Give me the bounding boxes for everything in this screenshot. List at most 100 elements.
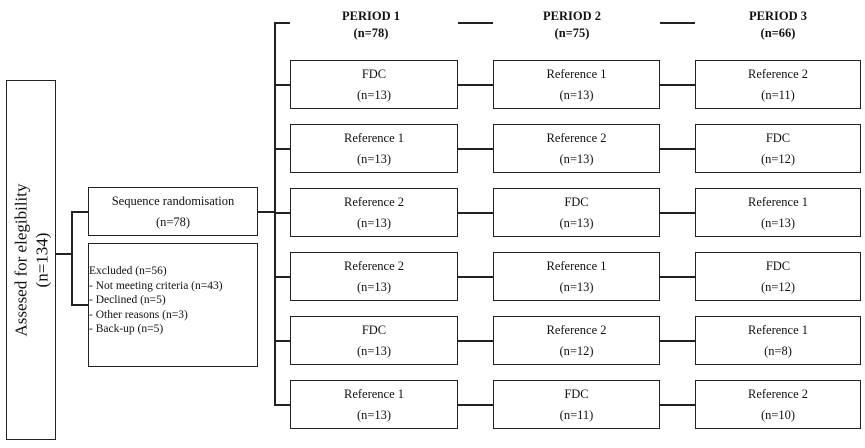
treatment-label: Reference 1	[546, 258, 607, 273]
sequence-4-period-3: FDC (n=12)	[695, 252, 861, 301]
sequence-6-period-3: Reference 2 (n=10)	[695, 380, 861, 429]
treatment-label: Reference 1	[747, 322, 809, 337]
sequence-5-period-2: Reference 2 (n=12)	[493, 316, 660, 365]
connector-row-4-b	[660, 276, 695, 278]
treatment-label: FDC	[564, 386, 589, 401]
excluded-item: - Not meeting criteria (n=43)	[89, 279, 223, 292]
connector-row-2-b	[660, 148, 695, 150]
treatment-count: (n=11)	[761, 87, 795, 102]
period-1-count: (n=78)	[353, 26, 389, 40]
treatment-label: FDC	[765, 258, 791, 273]
period-3-count: (n=66)	[760, 26, 796, 40]
connector-row-4-a	[458, 276, 493, 278]
branch-row-2	[274, 148, 290, 150]
connector-branch-vertical	[71, 211, 73, 305]
sequence-2-period-1: Reference 1 (n=13)	[290, 124, 458, 173]
branch-row-3	[274, 212, 290, 214]
connector-to-randomisation	[71, 211, 88, 213]
sequence-4-period-1: Reference 2 (n=13)	[290, 252, 458, 301]
excluded-title: Excluded (n=56)	[89, 265, 167, 277]
treatment-count: (n=13)	[559, 279, 594, 294]
period-header-2: PERIOD 2 (n=75)	[507, 8, 637, 42]
sequence-5-period-1: FDC (n=13)	[290, 316, 458, 365]
treatment-count: (n=8)	[764, 343, 792, 358]
sequence-3-period-1: Reference 2 (n=13)	[290, 188, 458, 237]
assessed-box	[6, 80, 56, 440]
excluded-item: - Other reasons (n=3)	[89, 308, 188, 321]
treatment-count: (n=13)	[559, 151, 594, 166]
period-header-3: PERIOD 3 (n=66)	[713, 8, 843, 42]
connector-row-3-a	[458, 212, 493, 214]
sequence-1-period-1: FDC (n=13)	[290, 60, 458, 109]
connector-randomisation-trunk	[258, 211, 275, 213]
sequence-3-period-3: Reference 1 (n=13)	[695, 188, 861, 237]
treatment-label: Reference 1	[747, 194, 809, 209]
assessed-label: Assesed for elegibility	[11, 183, 30, 337]
randomisation-count: (n=78)	[155, 214, 191, 229]
treatment-label: FDC	[564, 194, 589, 209]
treatment-count: (n=12)	[559, 343, 594, 358]
treatment-count: (n=13)	[559, 215, 594, 230]
treatment-count: (n=11)	[559, 407, 594, 422]
connector-row-1-a	[458, 84, 493, 86]
treatment-label: FDC	[765, 130, 791, 145]
connector-row-5-a	[458, 340, 493, 342]
branch-row-5	[274, 340, 290, 342]
treatment-count: (n=13)	[356, 407, 392, 422]
header-connector-2-3	[660, 22, 695, 24]
treatment-label: FDC	[361, 66, 387, 81]
sequence-2-period-2: Reference 2 (n=13)	[493, 124, 660, 173]
treatment-label: Reference 2	[546, 130, 607, 145]
treatment-count: (n=13)	[760, 215, 796, 230]
treatment-count: (n=13)	[356, 215, 392, 230]
treatment-label: Reference 2	[747, 66, 809, 81]
treatment-count: (n=13)	[559, 87, 594, 102]
treatment-label: Reference 2	[343, 258, 405, 273]
connector-assessed	[56, 253, 72, 255]
assessed-text: Assesed for elegibility (n=134)	[6, 80, 56, 440]
period-header-1: PERIOD 1 (n=78)	[306, 8, 436, 42]
treatment-label: Reference 2	[747, 386, 809, 401]
branch-row-4	[274, 276, 290, 278]
connector-to-excluded	[71, 304, 88, 306]
header-connector-1-2	[458, 22, 493, 24]
treatment-count: (n=13)	[356, 151, 392, 166]
treatment-label: Reference 2	[343, 194, 405, 209]
randomisation-label: Sequence randomisation	[111, 193, 235, 208]
treatment-count: (n=12)	[760, 151, 796, 166]
sequence-3-period-2: FDC (n=13)	[493, 188, 660, 237]
excluded-item: - Declined (n=5)	[89, 294, 166, 306]
connector-row-3-b	[660, 212, 695, 214]
excluded-item: - Back-up (n=5)	[89, 323, 164, 335]
trunk-vertical	[274, 22, 276, 405]
branch-row-6	[274, 404, 290, 406]
sequence-6-period-1: Reference 1 (n=13)	[290, 380, 458, 429]
excluded-box: Excluded (n=56) - Not meeting criteria (…	[88, 243, 258, 367]
sequence-2-period-3: FDC (n=12)	[695, 124, 861, 173]
sequence-1-period-2: Reference 1 (n=13)	[493, 60, 660, 109]
trunk-top-cap	[274, 22, 290, 24]
treatment-count: (n=13)	[356, 343, 392, 358]
period-1-label: PERIOD 1	[342, 9, 400, 23]
connector-row-6-a	[458, 404, 493, 406]
treatment-label: Reference 1	[343, 130, 405, 145]
randomisation-box: Sequence randomisation (n=78)	[88, 187, 258, 236]
period-2-count: (n=75)	[554, 26, 590, 40]
treatment-label: FDC	[361, 322, 387, 337]
sequence-5-period-3: Reference 1 (n=8)	[695, 316, 861, 365]
treatment-count: (n=10)	[760, 407, 796, 422]
treatment-count: (n=12)	[760, 279, 796, 294]
period-2-label: PERIOD 2	[543, 9, 601, 23]
connector-row-2-a	[458, 148, 493, 150]
treatment-label: Reference 2	[546, 322, 607, 337]
treatment-label: Reference 1	[343, 386, 405, 401]
period-3-label: PERIOD 3	[749, 9, 807, 23]
sequence-1-period-3: Reference 2 (n=11)	[695, 60, 861, 109]
sequence-6-period-2: FDC (n=11)	[493, 380, 660, 429]
treatment-label: Reference 1	[546, 66, 607, 81]
connector-row-5-b	[660, 340, 695, 342]
branch-row-1	[274, 84, 290, 86]
assessed-count: (n=134)	[32, 232, 51, 288]
treatment-count: (n=13)	[356, 279, 392, 294]
